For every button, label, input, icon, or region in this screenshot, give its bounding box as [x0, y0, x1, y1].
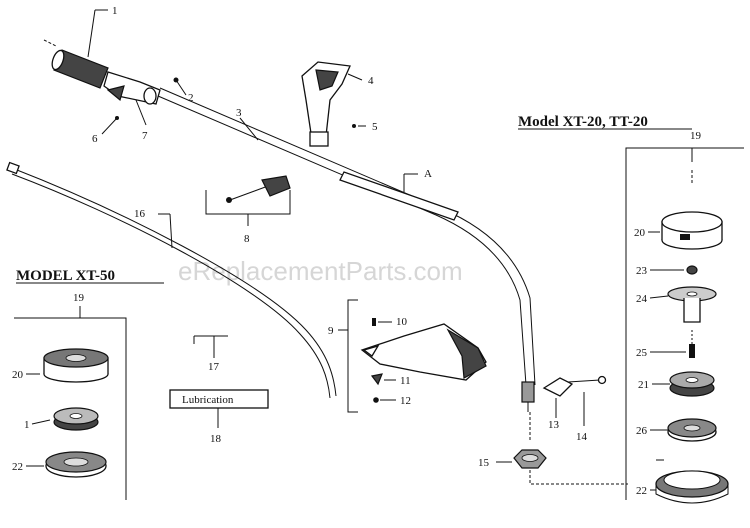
- part-7-throttle-housing: [103, 71, 161, 105]
- right-part-21-spool: [669, 371, 715, 397]
- part-13-clamp: [542, 377, 574, 397]
- part-16-flex-cable: [6, 161, 337, 399]
- left-part-20-cover: [43, 348, 109, 383]
- callout-4: 4: [368, 75, 374, 87]
- right-part-23-washer: [686, 265, 698, 275]
- part-18-lubrication-box: [169, 389, 269, 409]
- callout-right-20: 20: [634, 227, 646, 239]
- model-xt20-title: Model XT-20, TT-20: [518, 114, 648, 130]
- callout-16: 16: [134, 208, 146, 220]
- callout-12: 12: [400, 395, 411, 407]
- part-8-knob-bolt: [226, 175, 291, 203]
- left-part-22-hub: [45, 451, 107, 478]
- xt20-bracket: [625, 147, 744, 500]
- callout-left-19: 19: [73, 292, 85, 304]
- callout-right-25: 25: [636, 347, 648, 359]
- right-part-26-inner-reel: [667, 418, 717, 442]
- callout-left-20: 20: [12, 369, 24, 381]
- callout-17: 17: [208, 361, 220, 373]
- part-17-hex-key: [193, 335, 228, 344]
- part-15-nut: [513, 449, 547, 469]
- part-5-nut: [352, 124, 356, 128]
- callout-15: 15: [478, 457, 490, 469]
- callout-3: 3: [236, 107, 242, 119]
- callout-right-24: 24: [636, 293, 648, 305]
- callout-13: 13: [548, 419, 560, 431]
- part-9-guard: [360, 323, 487, 381]
- callout-right-22: 22: [636, 485, 647, 497]
- callout-18: 18: [210, 433, 222, 445]
- right-part-20-cover: [661, 211, 723, 250]
- callout-5: 5: [372, 121, 378, 133]
- callout-right-21: 21: [638, 379, 649, 391]
- leader-1: [87, 9, 96, 58]
- part-14-bolt: [567, 375, 607, 385]
- part-1-grip: [43, 39, 109, 89]
- right-part-25-spring: [689, 330, 695, 358]
- callout-right-26: 26: [636, 425, 648, 437]
- callout-right-23: 23: [636, 265, 648, 277]
- callout-right-19: 19: [690, 130, 702, 142]
- lubrication-label: Lubrication: [182, 394, 234, 406]
- callout-6: 6: [92, 133, 98, 145]
- part-A-rod: [339, 171, 459, 221]
- model-xt50-title: MODEL XT-50: [16, 268, 115, 284]
- callout-8: 8: [244, 233, 250, 245]
- xt50-bracket: [14, 317, 127, 500]
- callout-7: 7: [142, 130, 148, 142]
- callout-2: 2: [188, 92, 194, 104]
- part-10-screw: [372, 318, 376, 326]
- callout-1: 1: [112, 5, 118, 17]
- callout-14: 14: [576, 431, 588, 443]
- left-part-1-spool: [53, 407, 99, 431]
- callout-A: A: [424, 168, 432, 180]
- callout-left-22: 22: [12, 461, 23, 473]
- callout-10: 10: [396, 316, 408, 328]
- callout-left-1: 1: [24, 419, 30, 431]
- right-part-22-housing: [655, 470, 729, 504]
- part-11-clip: [370, 373, 383, 386]
- watermark-text: eReplacementParts.com: [178, 256, 463, 286]
- part-4-front-handle: [301, 61, 351, 147]
- right-part-24-eyelet: [667, 286, 717, 323]
- callout-9: 9: [328, 325, 334, 337]
- callout-11: 11: [400, 375, 411, 387]
- part-12-nut: [373, 397, 379, 403]
